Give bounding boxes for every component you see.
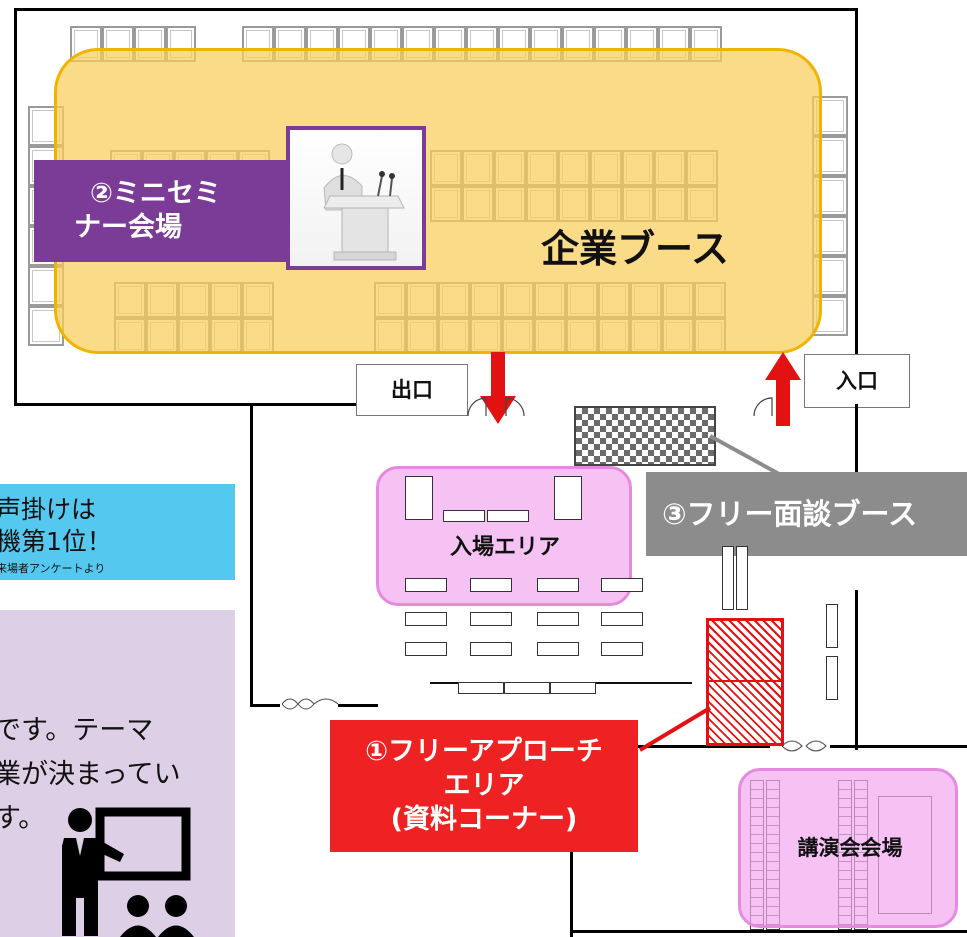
speaker-podium-icon [286, 126, 426, 270]
free-approach-label-line3: (資料コーナー) [390, 803, 578, 835]
free-approach-rack [706, 618, 784, 746]
free-approach-label: ①フリーアプローチ エリア (資料コーナー) [330, 720, 638, 852]
survey-callout-line2: 機第1位！ [0, 527, 112, 556]
door-icon [281, 698, 339, 710]
door-icon [781, 740, 827, 752]
survey-callout-note: 来場者アンケートより [0, 562, 106, 575]
mini-seminar-label-line2: ナー会場 [74, 212, 182, 243]
survey-callout-panel: 声掛けは 機第1位！ 来場者アンケートより [0, 484, 235, 580]
presenter-audience-icon [62, 807, 194, 937]
free-approach-rack-divider [706, 680, 784, 682]
entrance-arrow-icon [765, 352, 801, 426]
free-interview-label: ③フリー面談ブース [646, 472, 967, 556]
booth-area-label: 企業ブース [540, 227, 730, 272]
door-icon [467, 397, 525, 417]
seminar-description-line2: 業が決まってい [0, 759, 181, 790]
seminar-description-panel: です。テーマ 業が決まってい す。 [0, 610, 235, 937]
free-interview-booth [574, 406, 716, 466]
survey-callout-line1: 声掛けは [0, 495, 97, 524]
leader-line [638, 706, 712, 752]
free-approach-label-line2: エリア [443, 770, 525, 802]
seminar-description-line3: す。 [0, 803, 46, 834]
lecture-hall-zone [738, 768, 958, 928]
entrance-label: 入口 [804, 354, 910, 408]
door-icon [753, 397, 773, 417]
exit-arrow-icon [480, 352, 516, 424]
entry-area-label: 入場エリア [449, 535, 560, 561]
lecture-hall-label: 講演会会場 [797, 835, 903, 860]
exit-label: 出口 [356, 364, 468, 416]
mini-seminar-label: ②ミニセミ ナー会場 [34, 160, 296, 262]
free-approach-label-line1: ①フリーアプローチ [365, 736, 603, 768]
mini-seminar-label-line1: ②ミニセミ [90, 178, 221, 210]
seminar-description-line1: です。テーマ [0, 715, 154, 746]
